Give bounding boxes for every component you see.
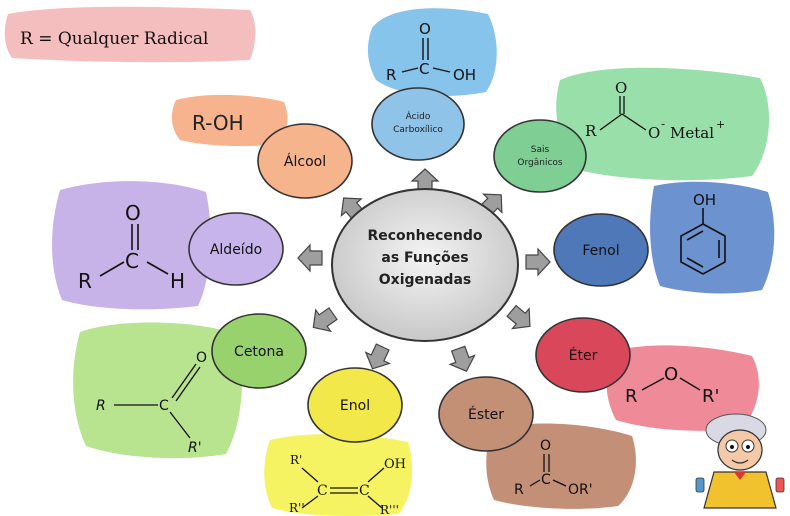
salt-formula-r: R xyxy=(585,122,597,140)
node-enol: Enol xyxy=(307,367,403,443)
node-eter: Éter xyxy=(535,317,631,393)
phenol-formula-blob xyxy=(650,181,775,294)
ketone-formula-o: O xyxy=(196,350,207,366)
legend-text: R = Qualquer Radical xyxy=(20,29,208,49)
salt-formula-plus: + xyxy=(716,118,725,131)
ester-formula-blob xyxy=(486,423,636,509)
node-ester: Éster xyxy=(438,376,534,452)
node-aldeido: Aldeído xyxy=(188,212,284,286)
salt-formula xyxy=(599,96,647,131)
phenol-formula-oh: OH xyxy=(693,191,716,209)
acid-formula-oh: OH xyxy=(453,66,476,84)
ketone-formula xyxy=(114,363,201,439)
ketone-formula-r: R xyxy=(96,398,106,414)
ketone-formula-blob xyxy=(73,322,242,459)
arrow-to-phenol xyxy=(525,247,551,277)
enol-formula-oh: OH xyxy=(384,457,406,472)
salts-label-line2: Orgânicos xyxy=(517,158,563,168)
salt-formula-om: O xyxy=(648,124,660,142)
acid-formula-blob xyxy=(367,8,497,96)
node-alcool: Álcool xyxy=(257,123,353,199)
arrow-to-enol xyxy=(364,343,392,370)
ether-formula-o: O xyxy=(664,364,678,385)
professor-cartoon xyxy=(695,413,785,509)
ketone-formula-r2: R' xyxy=(188,440,202,456)
ketone-circle xyxy=(211,313,307,389)
acid-label-line2: Carboxílico xyxy=(393,125,443,135)
alcohol-circle xyxy=(257,123,353,199)
enol-label: Enol xyxy=(340,398,370,414)
phenol-formula xyxy=(680,208,726,275)
ester-formula-o: O xyxy=(540,438,551,454)
center-title-line3: Oxigenadas xyxy=(379,272,471,288)
ether-circle xyxy=(535,317,631,393)
ester-formula-or: OR' xyxy=(568,482,593,498)
center-title-line2: as Funções xyxy=(381,250,468,266)
arrow-to-ester xyxy=(448,345,476,372)
ester-formula-c: C xyxy=(541,472,551,488)
enol-formula-r3: R''' xyxy=(380,503,399,516)
ether-formula xyxy=(641,377,701,391)
alcohol-formula: R-OH xyxy=(192,111,244,135)
ketone-label: Cetona xyxy=(234,344,284,360)
ether-formula-blob xyxy=(606,345,759,431)
node-sais: Sais Orgânicos xyxy=(493,119,587,193)
phenol-label: Fenol xyxy=(582,243,619,259)
ether-label: Éter xyxy=(569,347,598,364)
enol-formula-r1: R' xyxy=(290,453,302,467)
acid-formula xyxy=(401,38,451,73)
ketone-formula-c: C xyxy=(159,398,169,414)
enol-formula-c1: C xyxy=(317,483,328,499)
alcohol-formula-blob xyxy=(171,94,288,147)
acid-label-line1: Ácido xyxy=(406,110,431,122)
arrow-to-ketone xyxy=(312,307,338,333)
ester-circle xyxy=(438,376,534,452)
enol-formula-blob xyxy=(264,434,413,516)
salt-formula-o: O xyxy=(615,79,627,97)
node-fenol: Fenol xyxy=(553,213,649,287)
aldehyde-formula xyxy=(99,224,169,277)
salt-formula-metal: Metal xyxy=(670,124,714,142)
legend-blob xyxy=(4,6,256,63)
acid-formula-o: O xyxy=(419,20,431,38)
enol-formula-c2: C xyxy=(359,483,370,499)
aldehyde-formula-o: O xyxy=(125,201,141,225)
arrow-to-aldehyde xyxy=(297,243,323,273)
salt-formula-minus: - xyxy=(661,117,665,131)
alcohol-label: Álcool xyxy=(284,153,326,170)
salts-circle xyxy=(493,119,587,193)
enol-formula-r2: R'' xyxy=(289,501,305,515)
salt-formula-blob xyxy=(556,67,770,181)
node-acido: Ácido Carboxílico xyxy=(371,87,465,161)
node-cetona: Cetona xyxy=(211,313,307,389)
ester-formula xyxy=(529,454,567,487)
enol-formula xyxy=(301,467,385,509)
center-circle xyxy=(331,188,519,342)
acid-formula-c: C xyxy=(419,60,429,78)
acid-circle xyxy=(371,87,465,161)
aldehyde-formula-h: H xyxy=(170,269,185,293)
arrow-to-ether xyxy=(506,304,531,330)
ether-formula-r2: R' xyxy=(702,386,719,407)
salts-label-line1: Sais xyxy=(531,145,550,155)
acid-formula-r: R xyxy=(386,66,396,84)
ester-label: Éster xyxy=(468,406,504,423)
aldehyde-circle xyxy=(188,212,284,286)
phenol-circle xyxy=(553,213,649,287)
ether-formula-r: R xyxy=(625,386,638,407)
aldehyde-formula-c: C xyxy=(125,249,139,273)
center-title-line1: Reconhecendo xyxy=(367,228,482,244)
arrows xyxy=(297,168,551,372)
enol-circle xyxy=(307,367,403,443)
ester-formula-r: R xyxy=(514,482,524,498)
aldehyde-formula-r: R xyxy=(78,269,92,293)
aldehyde-label: Aldeído xyxy=(210,242,262,258)
